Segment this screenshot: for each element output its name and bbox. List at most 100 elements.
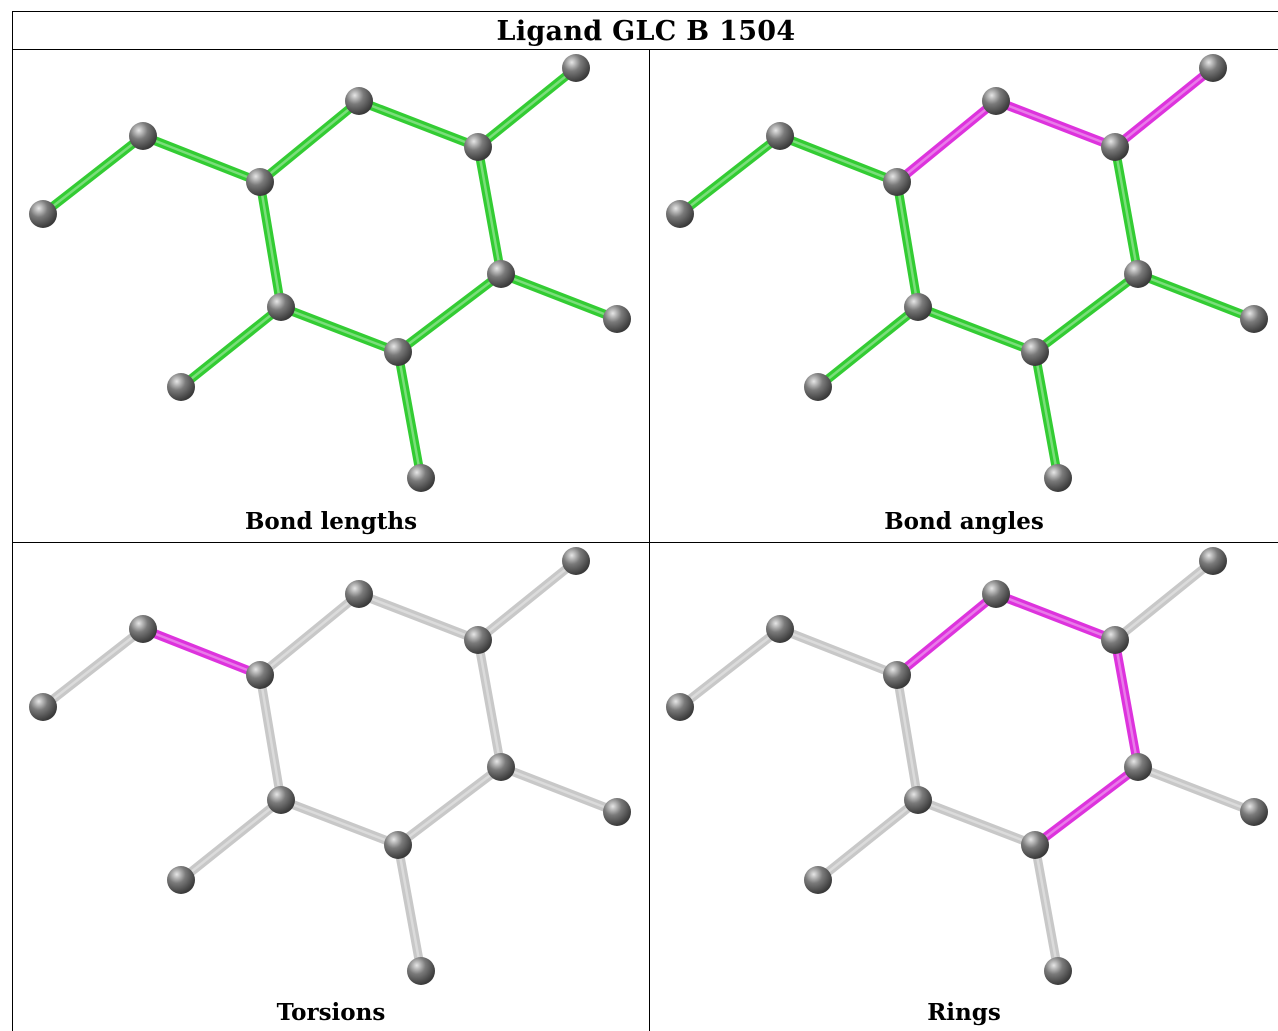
bond (1133, 762, 1259, 817)
panel-rings: Rings (650, 543, 1278, 1031)
bond (473, 63, 581, 152)
panel-bond-lengths: Bond lengths (13, 50, 649, 542)
bond (393, 840, 426, 976)
bond (255, 589, 364, 680)
atom (167, 373, 195, 401)
atom (766, 615, 794, 643)
bond (138, 131, 265, 187)
bond (354, 589, 483, 645)
atom (766, 122, 794, 150)
atom (345, 87, 373, 115)
molecule-image (666, 547, 1268, 985)
bond (255, 96, 364, 187)
atom (1124, 753, 1152, 781)
bond (813, 302, 923, 392)
panel-caption: Rings (927, 999, 1001, 1026)
bond (1030, 347, 1063, 483)
bond (38, 624, 148, 712)
bond (393, 762, 506, 850)
atom (883, 168, 911, 196)
atom (666, 693, 694, 721)
panel-caption: Bond angles (884, 508, 1044, 535)
atom (1124, 260, 1152, 288)
ligand-title: Ligand GLC B 1504 (496, 15, 796, 47)
table-left-border (12, 11, 13, 1031)
bond (775, 131, 902, 187)
atom (246, 661, 274, 689)
atom (1199, 54, 1227, 82)
panel-torsions: Torsions (13, 543, 649, 1031)
bond (1133, 269, 1259, 324)
atom (1240, 798, 1268, 826)
bond (775, 624, 902, 680)
atom (562, 54, 590, 82)
atom (267, 786, 295, 814)
bond (354, 96, 483, 152)
atom (804, 866, 832, 894)
atom (1021, 338, 1049, 366)
atom (982, 580, 1010, 608)
atom (487, 260, 515, 288)
atom (384, 338, 412, 366)
bond (913, 302, 1040, 357)
table-center-divider (649, 49, 650, 1031)
bond (892, 96, 1001, 187)
atom (345, 580, 373, 608)
atom (1101, 133, 1129, 161)
atom (464, 626, 492, 654)
atom (1044, 464, 1072, 492)
molecule-image (29, 54, 631, 492)
panel-caption: Torsions (276, 999, 386, 1026)
atom (407, 464, 435, 492)
atom (666, 200, 694, 228)
bond (1030, 269, 1143, 357)
atom (603, 305, 631, 333)
bond (176, 795, 286, 885)
bond (1110, 63, 1218, 152)
title-cell: Ligand GLC B 1504 (12, 11, 1278, 50)
molecule-image (666, 54, 1268, 492)
bond (1030, 762, 1143, 850)
bond (1110, 142, 1143, 279)
atom (603, 798, 631, 826)
atom (1240, 305, 1268, 333)
atom (1199, 547, 1227, 575)
bond (892, 589, 1001, 680)
atom (1101, 626, 1129, 654)
atom (982, 87, 1010, 115)
atom (407, 957, 435, 985)
bond (255, 670, 286, 805)
atom (267, 293, 295, 321)
atom (129, 122, 157, 150)
bond (255, 177, 286, 312)
atom (562, 547, 590, 575)
panel-caption: Bond lengths (244, 508, 418, 535)
atom (487, 753, 515, 781)
atom (464, 133, 492, 161)
atom (29, 693, 57, 721)
atom (904, 786, 932, 814)
bond (496, 269, 622, 324)
bond (496, 762, 622, 817)
bond (1030, 840, 1063, 976)
bond (913, 795, 1040, 850)
bond (991, 589, 1120, 645)
bond (138, 624, 265, 680)
bond (892, 670, 923, 805)
atom (129, 615, 157, 643)
atom (29, 200, 57, 228)
bond (813, 795, 923, 885)
row-divider (12, 542, 1278, 543)
bond (393, 347, 426, 483)
bond (991, 96, 1120, 152)
title-bottom-border (12, 49, 1278, 50)
bond (1110, 556, 1218, 645)
atom (904, 293, 932, 321)
atom (1021, 831, 1049, 859)
bond (276, 795, 403, 850)
bond (38, 131, 148, 219)
bond (675, 131, 785, 219)
bond (892, 177, 923, 312)
bond (473, 635, 506, 772)
bond (176, 302, 286, 392)
